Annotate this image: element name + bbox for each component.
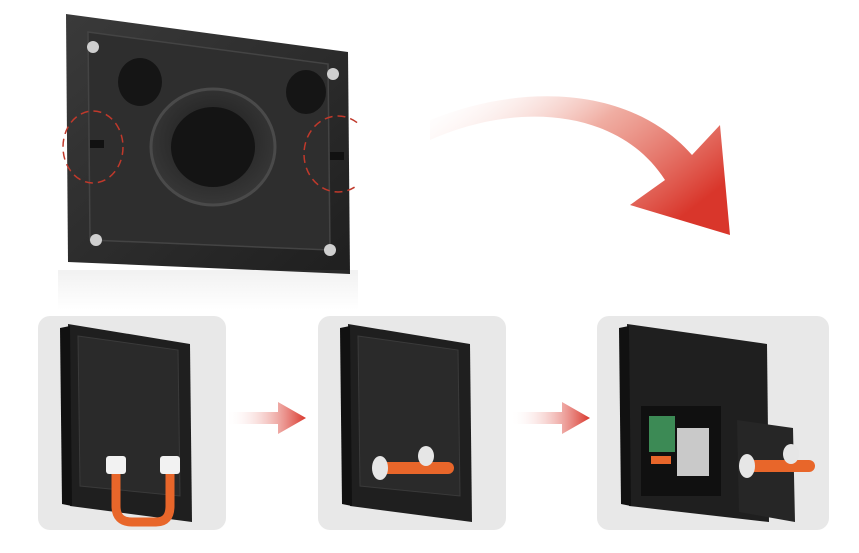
right-latch bbox=[330, 152, 344, 160]
left-grip-hole bbox=[118, 58, 162, 106]
center-handle-hole bbox=[171, 107, 255, 187]
right-latch-highlight bbox=[303, 115, 358, 193]
curved-arrow-icon bbox=[430, 96, 730, 235]
connector-left bbox=[739, 454, 755, 478]
connector-left bbox=[106, 456, 126, 474]
screw-bottom-right bbox=[324, 244, 336, 256]
step-card-2 bbox=[318, 316, 506, 530]
connector-right bbox=[160, 456, 180, 474]
step-1-illustration bbox=[60, 324, 192, 527]
circuit-board bbox=[649, 416, 675, 452]
connector-left bbox=[372, 456, 388, 480]
step-3-illustration bbox=[619, 324, 815, 522]
step-card-3 bbox=[597, 316, 829, 530]
panel-reflection bbox=[58, 270, 358, 310]
power-supply bbox=[677, 428, 709, 476]
step-card-1 bbox=[38, 316, 226, 530]
screw-top-right bbox=[327, 68, 339, 80]
led-cabinet-back bbox=[62, 14, 358, 274]
screw-top-left bbox=[87, 41, 99, 53]
connector-right bbox=[418, 446, 434, 466]
connector-right bbox=[783, 444, 799, 464]
orange-cable bbox=[111, 468, 175, 527]
left-latch bbox=[90, 140, 104, 148]
right-arrow-icon bbox=[510, 402, 590, 434]
screw-bottom-left bbox=[90, 234, 102, 246]
right-grip-hole bbox=[286, 70, 326, 114]
right-arrow-icon bbox=[226, 402, 306, 434]
left-latch-highlight bbox=[62, 110, 124, 184]
step-2-illustration bbox=[340, 324, 472, 522]
